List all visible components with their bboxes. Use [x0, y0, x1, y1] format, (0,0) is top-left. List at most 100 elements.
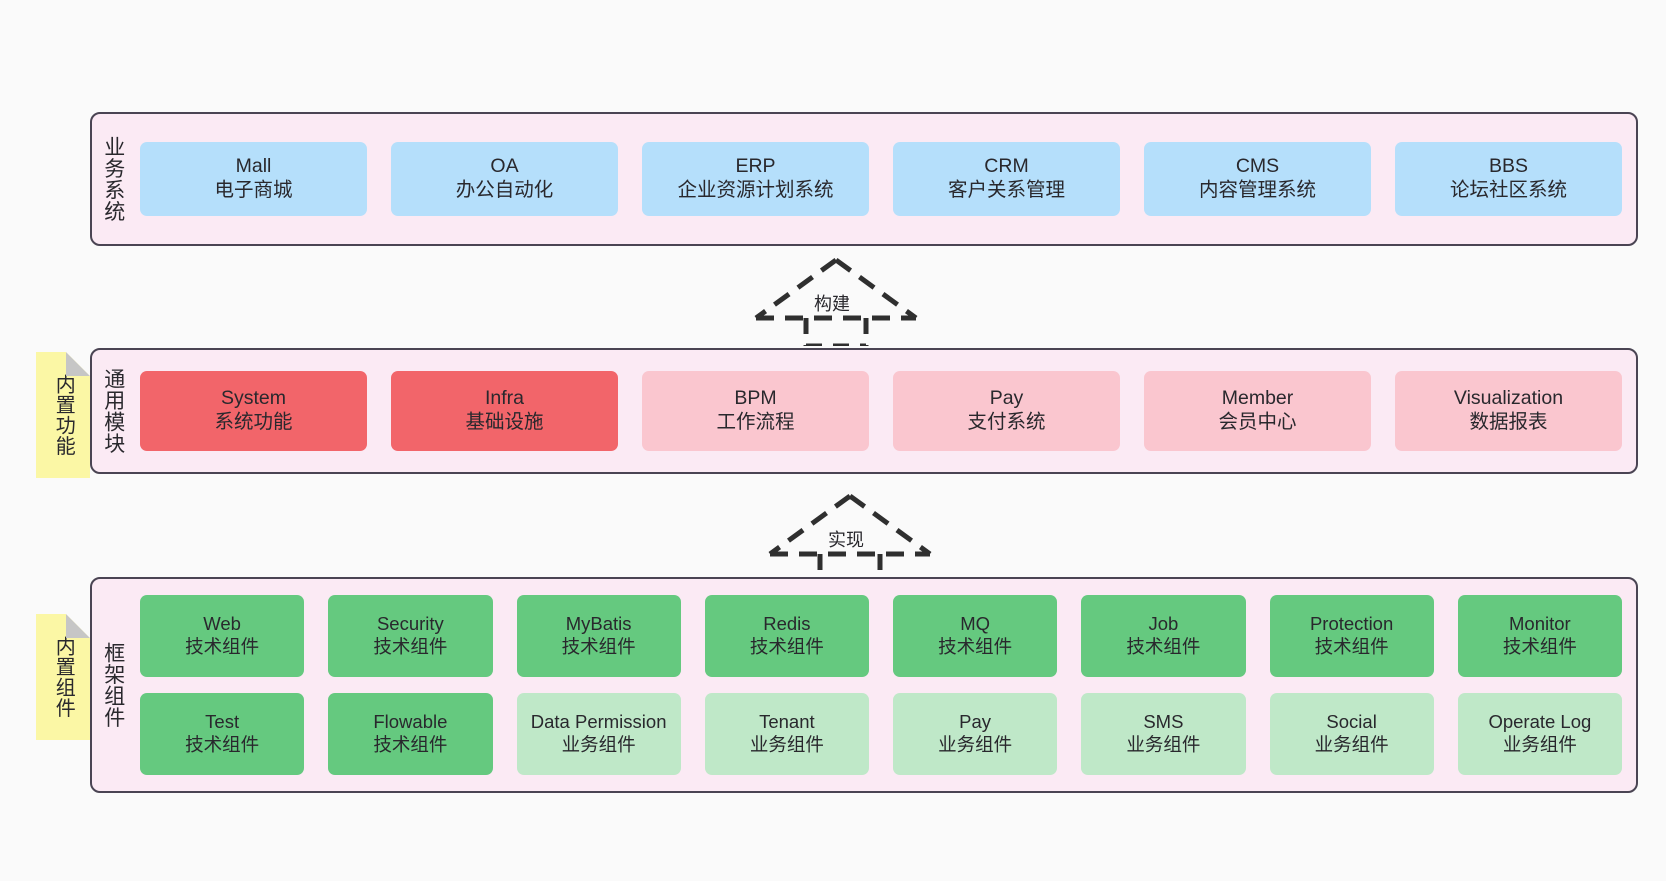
card-title-cn: 技术组件 [1502, 636, 1577, 657]
card-title-cn: 论坛社区系统 [1449, 179, 1567, 201]
layer-title-business-system: 业务系统 [101, 136, 125, 222]
card-web[interactable]: Web 技术组件 [140, 595, 305, 677]
layer-framework-components: 框架组件 Web 技术组件 Security 技术组件 MyBatis 技术组件… [90, 577, 1638, 793]
arrow-label-build: 构建 [814, 294, 850, 314]
card-title-cn: 技术组件 [373, 734, 448, 755]
layer-common-modules: 通用模块 System 系统功能 Infra 基础设施 BPM 工作流程 Pay… [90, 348, 1638, 474]
card-title-en: Monitor [1509, 613, 1571, 635]
card-title-cn: 业务组件 [1314, 734, 1389, 755]
card-bbs[interactable]: BBS 论坛社区系统 [1395, 142, 1622, 216]
card-title-en: SMS [1143, 711, 1184, 733]
card-title-cn: 工作流程 [716, 411, 795, 433]
card-title-cn: 系统功能 [214, 411, 293, 433]
card-data-permission[interactable]: Data Permission 业务组件 [516, 693, 681, 775]
card-title-en: Pay [959, 711, 992, 733]
card-title-en: Security [376, 613, 444, 635]
card-title-en: MQ [960, 613, 991, 635]
card-title-en: BPM [734, 387, 777, 410]
card-title-cn: 客户关系管理 [947, 179, 1065, 201]
note-fold-corner-icon [66, 614, 90, 638]
card-title-en: CRM [984, 155, 1029, 178]
card-member[interactable]: Member 会员中心 [1144, 371, 1371, 451]
card-social[interactable]: Social 业务组件 [1269, 693, 1434, 775]
card-test[interactable]: Test 技术组件 [140, 693, 305, 775]
card-row: Test 技术组件 Flowable 技术组件 Data Permission … [140, 693, 1622, 775]
card-title-en: Infra [484, 387, 525, 410]
card-protection[interactable]: Protection 技术组件 [1269, 595, 1434, 677]
card-monitor[interactable]: Monitor 技术组件 [1457, 595, 1622, 677]
layer-title-common-modules: 通用模块 [101, 368, 125, 454]
card-visualization[interactable]: Visualization 数据报表 [1395, 371, 1622, 451]
card-oa[interactable]: OA 办公自动化 [391, 142, 618, 216]
card-redis[interactable]: Redis 技术组件 [704, 595, 869, 677]
card-title-en: Data Permission [530, 711, 667, 733]
card-title-cn: 技术组件 [185, 734, 260, 755]
card-title-cn: 企业资源计划系统 [677, 179, 834, 201]
layer-body-common-modules: System 系统功能 Infra 基础设施 BPM 工作流程 Pay 支付系统… [134, 350, 1636, 472]
card-title-en: Test [205, 711, 240, 733]
card-title-en: Visualization [1453, 387, 1564, 410]
note-label: 内置功能 [52, 374, 75, 456]
card-title-en: Social [1326, 711, 1377, 733]
card-title-en: Redis [763, 613, 811, 635]
card-security[interactable]: Security 技术组件 [328, 595, 493, 677]
card-title-cn: 技术组件 [185, 636, 260, 657]
card-mq[interactable]: MQ 技术组件 [893, 595, 1058, 677]
card-title-en: Protection [1309, 613, 1394, 635]
card-title-en: Flowable [373, 711, 448, 733]
layer-title-framework-components: 框架组件 [101, 642, 125, 728]
card-title-en: MyBatis [565, 613, 632, 635]
card-erp[interactable]: ERP 企业资源计划系统 [642, 142, 869, 216]
card-title-cn: 技术组件 [1126, 636, 1201, 657]
card-title-en: ERP [735, 155, 776, 178]
card-title-cn: 业务组件 [1502, 734, 1577, 755]
card-title-cn: 会员中心 [1218, 411, 1297, 433]
card-title-cn: 基础设施 [465, 411, 544, 433]
card-title-en: BBS [1488, 155, 1529, 178]
card-title-en: Operate Log [1488, 711, 1592, 733]
card-title-en: OA [490, 155, 519, 178]
generalization-arrow-build [754, 257, 918, 346]
note-label: 内置组件 [52, 636, 75, 718]
card-row: System 系统功能 Infra 基础设施 BPM 工作流程 Pay 支付系统… [140, 371, 1622, 451]
card-title-en: Job [1148, 613, 1179, 635]
card-mybatis[interactable]: MyBatis 技术组件 [516, 595, 681, 677]
card-tenant[interactable]: Tenant 业务组件 [704, 693, 869, 775]
card-crm[interactable]: CRM 客户关系管理 [893, 142, 1120, 216]
note-builtin-function[interactable]: 内置功能 [36, 352, 90, 478]
card-title-cn: 技术组件 [938, 636, 1013, 657]
card-title-cn: 技术组件 [1314, 636, 1389, 657]
card-flowable[interactable]: Flowable 技术组件 [328, 693, 493, 775]
card-system[interactable]: System 系统功能 [140, 371, 367, 451]
card-infra[interactable]: Infra 基础设施 [391, 371, 618, 451]
card-title-en: Mall [235, 155, 272, 178]
card-title-cn: 技术组件 [561, 636, 636, 657]
card-mall[interactable]: Mall 电子商城 [140, 142, 367, 216]
layer-body-framework-components: Web 技术组件 Security 技术组件 MyBatis 技术组件 Redi… [134, 579, 1636, 791]
arrow-label-implement: 实现 [828, 530, 864, 550]
card-row: Web 技术组件 Security 技术组件 MyBatis 技术组件 Redi… [140, 595, 1622, 677]
card-title-en: Pay [989, 387, 1024, 410]
card-title-en: Web [203, 613, 241, 635]
card-pay[interactable]: Pay 支付系统 [893, 371, 1120, 451]
layer-business-system: 业务系统 Mall 电子商城 OA 办公自动化 ERP 企业资源计划系统 CRM… [90, 112, 1638, 246]
card-title-cn: 数据报表 [1469, 411, 1548, 433]
card-title-en: System [220, 387, 286, 410]
generalization-arrow-implement [768, 493, 932, 582]
card-cms[interactable]: CMS 内容管理系统 [1144, 142, 1371, 216]
card-job[interactable]: Job 技术组件 [1081, 595, 1246, 677]
card-title-cn: 内容管理系统 [1198, 179, 1316, 201]
card-title-cn: 业务组件 [561, 734, 636, 755]
card-title-en: Tenant [759, 711, 815, 733]
card-title-cn: 电子商城 [214, 179, 293, 201]
note-builtin-component[interactable]: 内置组件 [36, 614, 90, 740]
card-pay-component[interactable]: Pay 业务组件 [893, 693, 1058, 775]
card-bpm[interactable]: BPM 工作流程 [642, 371, 869, 451]
card-title-cn: 技术组件 [749, 636, 824, 657]
card-title-cn: 业务组件 [749, 734, 824, 755]
card-sms[interactable]: SMS 业务组件 [1081, 693, 1246, 775]
note-fold-corner-icon [66, 352, 90, 376]
card-operate-log[interactable]: Operate Log 业务组件 [1457, 693, 1622, 775]
card-title-cn: 技术组件 [373, 636, 448, 657]
